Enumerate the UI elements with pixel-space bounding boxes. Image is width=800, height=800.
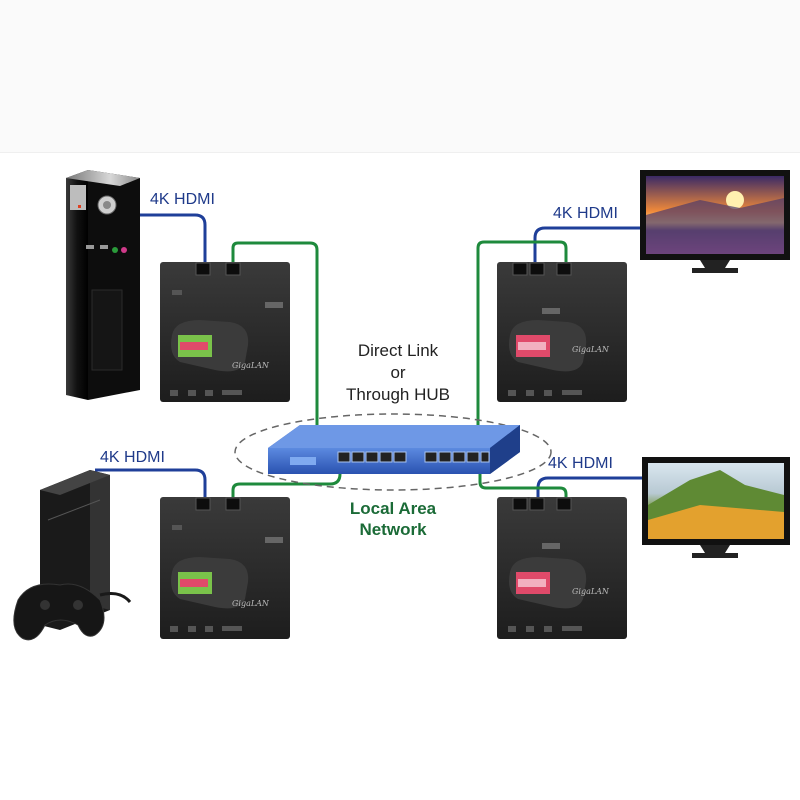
caption-line-1: Direct Link: [357, 341, 439, 360]
label-4k-hdmi-monitor-bottom: 4K HDMI: [548, 455, 613, 472]
extender-brand: GigaLAN: [232, 361, 270, 370]
extender-bottom-right: GigaLAN: [497, 497, 627, 639]
monitor-top: [640, 170, 790, 273]
hdmi-cable-pc: [120, 213, 207, 265]
extender-brand: GigaLAN: [572, 345, 610, 354]
lan-caption-line-1: Local Area: [349, 499, 437, 518]
hdmi-cable-console: [95, 468, 207, 500]
label-4k-hdmi-monitor-top: 4K HDMI: [553, 205, 618, 222]
switch-ports-right: [424, 451, 490, 463]
label-4k-hdmi-pc: 4K HDMI: [150, 191, 215, 208]
extender-brand: GigaLAN: [572, 587, 610, 596]
extender-top-left: GigaLAN: [160, 262, 290, 402]
lan-caption: Local Area Network: [323, 498, 463, 540]
top-band: [0, 0, 800, 153]
lan-cable-br: [478, 462, 568, 500]
game-controller: [13, 583, 132, 641]
lan-cable-tr: [476, 240, 568, 440]
pc-tower: [66, 170, 140, 400]
extender-brand: GigaLAN: [232, 599, 270, 608]
label-4k-hdmi-console: 4K HDMI: [100, 449, 165, 466]
hdmi-cables: [95, 213, 655, 500]
lan-boundary: [234, 413, 552, 491]
switch-ports-left: [337, 451, 407, 463]
lan-cable-tl: [231, 241, 319, 440]
network-switch: [268, 425, 520, 474]
caption-line-2: or: [390, 363, 406, 382]
connection-caption: Direct Link or Through HUB: [318, 340, 478, 406]
extender-bottom-left: GigaLAN: [160, 497, 290, 639]
lan-cable-bl: [231, 462, 342, 500]
extender-top-right: GigaLAN: [497, 262, 627, 402]
monitor-bottom: [642, 457, 790, 558]
lan-caption-line-2: Network: [359, 520, 427, 539]
hdmi-cable-monitor-top: [533, 226, 655, 265]
game-console: [40, 470, 110, 630]
lan-cables: [231, 240, 568, 500]
caption-line-3: Through HUB: [346, 385, 450, 404]
